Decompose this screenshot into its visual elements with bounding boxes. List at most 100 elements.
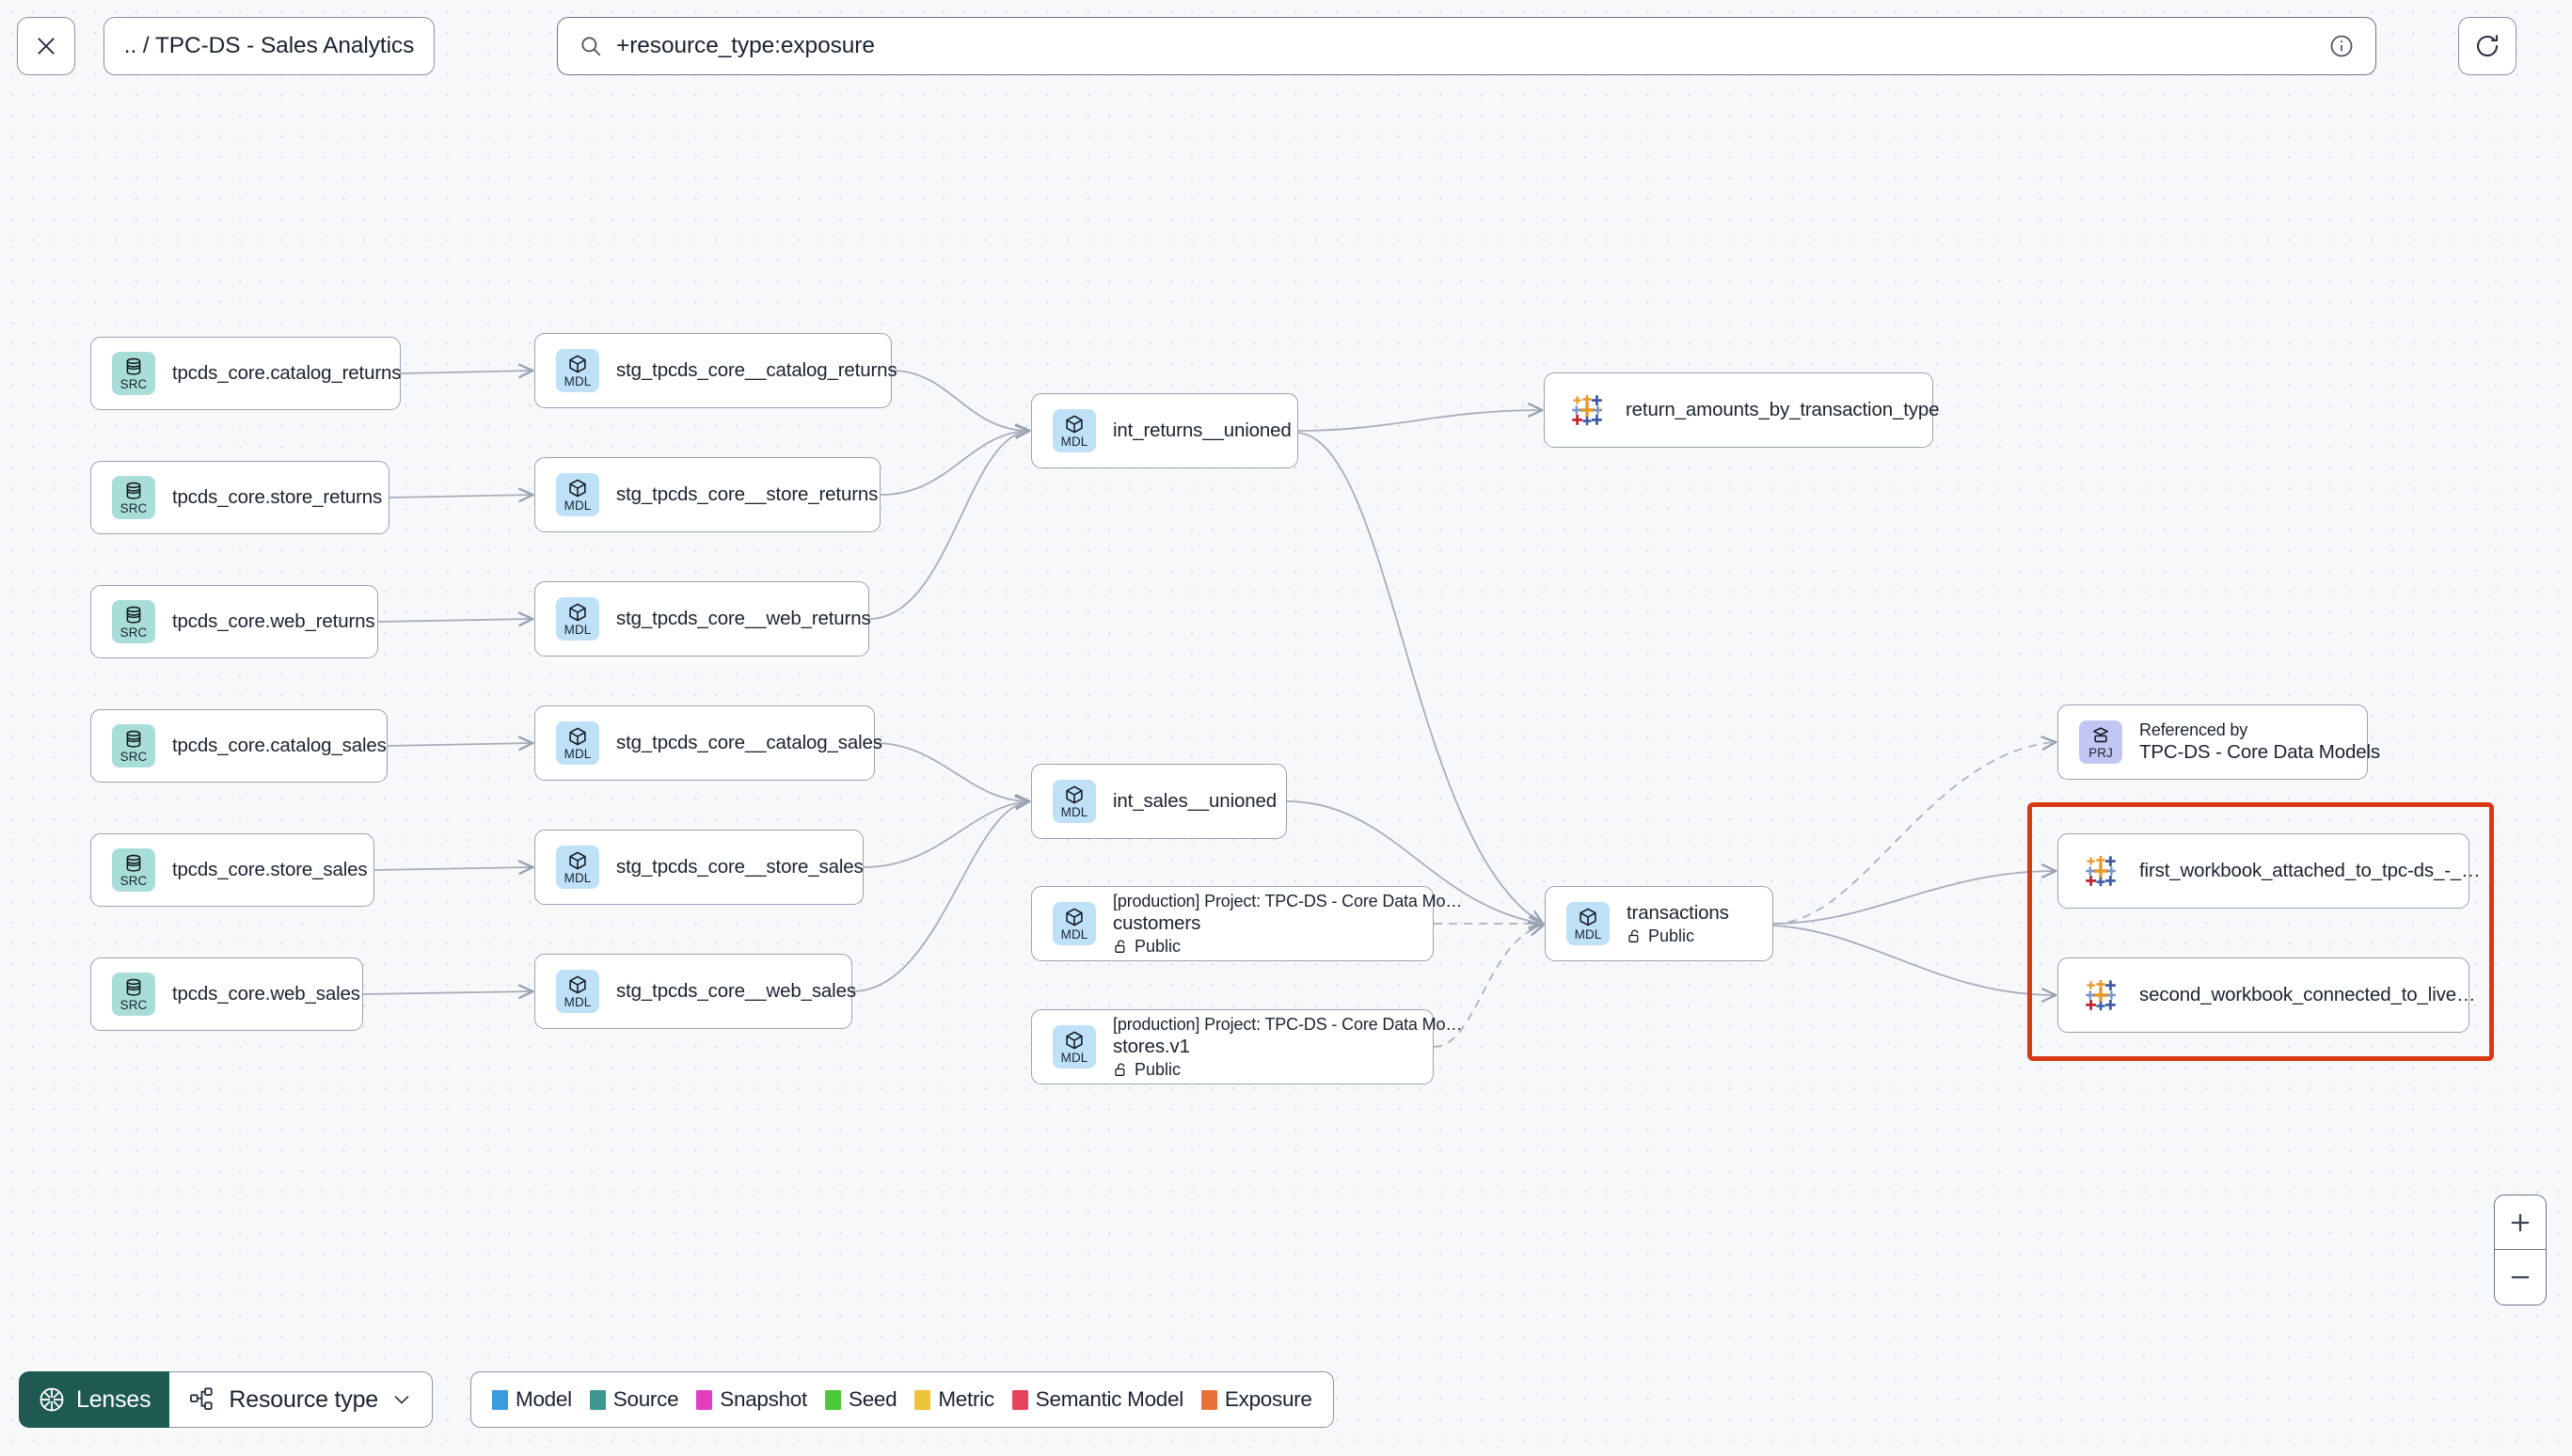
database-icon xyxy=(126,606,141,624)
node-type-badge-src: SRC xyxy=(112,848,155,892)
info-icon[interactable] xyxy=(2328,33,2355,59)
graph-node-stg_web_sales[interactable]: MDL stg_tpcds_core__web_sales xyxy=(534,954,856,1029)
node-type-badge-src: SRC xyxy=(112,476,155,519)
node-title: stg_tpcds_core__catalog_returns xyxy=(616,359,897,381)
node-type-badge-label: SRC xyxy=(119,377,148,391)
graph-node-stg_catalog_returns[interactable]: MDL stg_tpcds_core__catalog_returns xyxy=(534,333,897,408)
node-title: tpcds_core.store_returns xyxy=(172,486,383,508)
node-type-badge-label: MDL xyxy=(564,374,592,388)
node-labels: int_returns__unioned xyxy=(1113,419,1292,442)
zoom-controls xyxy=(2494,1195,2547,1306)
node-type-badge-mdl: MDL xyxy=(1053,1025,1096,1068)
node-type-badge-label: MDL xyxy=(1060,1051,1088,1065)
legend-swatch xyxy=(1200,1389,1217,1410)
cube-icon xyxy=(569,851,586,869)
node-title: tpcds_core.store_sales xyxy=(172,859,368,880)
legend-swatch xyxy=(696,1389,713,1410)
graph-node-return_amounts[interactable]: return_amounts_by_transaction_type xyxy=(1544,372,1940,448)
legend-item-source[interactable]: Source xyxy=(589,1387,679,1412)
node-type-badge-label: MDL xyxy=(564,871,592,885)
node-labels: stg_tpcds_core__store_returns xyxy=(616,483,878,506)
lock-open-icon xyxy=(1628,929,1639,942)
node-type-badge-label: MDL xyxy=(564,747,592,761)
node-labels: stg_tpcds_core__catalog_returns xyxy=(616,359,897,382)
graph-node-src_store_sales[interactable]: SRC tpcds_core.store_sales xyxy=(90,833,374,907)
node-title: int_returns__unioned xyxy=(1113,419,1292,441)
node-visibility-badge: Public xyxy=(1113,1060,1433,1080)
node-type-badge-label: PRJ xyxy=(2088,746,2113,760)
node-visibility-badge: Public xyxy=(1627,926,1729,946)
node-type-badge-src: SRC xyxy=(112,600,155,643)
node-title: tpcds_core.web_sales xyxy=(172,983,360,1005)
node-visibility-label: Public xyxy=(1135,1059,1182,1079)
legend-item-semantic-model[interactable]: Semantic Model xyxy=(1011,1387,1183,1412)
refresh-button[interactable] xyxy=(2458,17,2516,75)
legend-swatch xyxy=(589,1389,606,1410)
node-type-badge-label: MDL xyxy=(564,623,592,637)
node-title: stores.v1 xyxy=(1113,1035,1190,1057)
search-input[interactable]: +resource_type:exposure xyxy=(557,17,2376,75)
graph-node-stores_v1[interactable]: MDL [production] Project: TPC-DS - Core D… xyxy=(1031,1009,1463,1084)
zoom-in-button[interactable] xyxy=(2495,1195,2546,1250)
graph-node-src_store_returns[interactable]: SRC tpcds_core.store_returns xyxy=(90,461,389,534)
legend-item-seed[interactable]: Seed xyxy=(824,1387,897,1412)
legend-label: Semantic Model xyxy=(1035,1387,1183,1411)
node-visibility-badge: Public xyxy=(1113,937,1433,957)
graph-node-second_workbook[interactable]: second_workbook_connected_to_live… xyxy=(2057,957,2475,1033)
top-toolbar: .. / TPC-DS - Sales Analytics +resource_… xyxy=(0,0,2572,111)
node-type-badge-label: SRC xyxy=(119,750,148,764)
project-stack-icon xyxy=(2093,726,2108,742)
resource-type-dropdown[interactable]: Resource type xyxy=(169,1371,434,1428)
node-type-badge-mdl: MDL xyxy=(556,970,599,1013)
node-title: stg_tpcds_core__web_sales xyxy=(616,980,856,1002)
database-icon xyxy=(126,730,141,748)
search-icon xyxy=(581,37,601,56)
node-type-badge-label: MDL xyxy=(1574,927,1602,942)
legend-item-model[interactable]: Model xyxy=(492,1387,572,1412)
legend-item-exposure[interactable]: Exposure xyxy=(1200,1387,1312,1412)
node-subtitle: [production] Project: TPC-DS - Core Data… xyxy=(1113,1014,1463,1034)
database-icon xyxy=(126,357,141,375)
graph-node-src_catalog_sales[interactable]: SRC tpcds_core.catalog_sales xyxy=(90,709,388,783)
node-type-badge-label: MDL xyxy=(1060,435,1088,449)
node-type-badge-label: MDL xyxy=(564,499,592,513)
graph-node-customers[interactable]: MDL[production] Project: TPC-DS - Core D… xyxy=(1031,886,1462,961)
node-labels: tpcds_core.store_sales xyxy=(172,859,368,881)
bottom-toolbar: Lenses Resource type Model Source Snapshot… xyxy=(0,1343,2572,1456)
graph-node-src_web_returns[interactable]: SRC tpcds_core.web_returns xyxy=(90,585,378,658)
lenses-button[interactable]: Lenses xyxy=(19,1371,170,1428)
legend-item-metric[interactable]: Metric xyxy=(914,1387,994,1412)
close-button[interactable] xyxy=(17,17,75,75)
breadcrumb[interactable]: .. / TPC-DS - Sales Analytics xyxy=(103,17,435,75)
node-title: tpcds_core.web_returns xyxy=(172,610,375,632)
node-labels: [production] Project: TPC-DS - Core Data… xyxy=(1113,892,1462,957)
node-labels: [production] Project: TPC-DS - Core Data… xyxy=(1113,1014,1463,1080)
graph-node-first_workbook[interactable]: first_workbook_attached_to_tpc-ds_-_… xyxy=(2057,833,2481,909)
node-title: int_sales__unioned xyxy=(1113,790,1277,812)
node-type-badge-mdl: MDL xyxy=(1566,902,1610,945)
node-labels: tpcds_core.catalog_sales xyxy=(172,735,387,757)
legend-swatch xyxy=(1011,1389,1028,1410)
graph-node-int_returns_unioned[interactable]: MDL int_returns__unioned xyxy=(1031,393,1298,468)
legend-label: Model xyxy=(516,1387,572,1411)
tableau-workbook-icon xyxy=(2086,856,2116,887)
legend-item-snapshot[interactable]: Snapshot xyxy=(696,1387,807,1412)
node-labels: tpcds_core.store_returns xyxy=(172,486,382,509)
node-title: first_workbook_attached_to_tpc-ds_-_… xyxy=(2139,860,2481,881)
zoom-out-button[interactable] xyxy=(2495,1250,2546,1305)
cube-icon xyxy=(569,479,586,497)
legend-label: Exposure xyxy=(1224,1387,1312,1411)
node-type-badge-label: SRC xyxy=(119,625,148,640)
node-title: return_amounts_by_transaction_type xyxy=(1626,399,1940,420)
graph-node-stg_store_returns[interactable]: MDL stg_tpcds_core__store_returns xyxy=(534,457,881,532)
